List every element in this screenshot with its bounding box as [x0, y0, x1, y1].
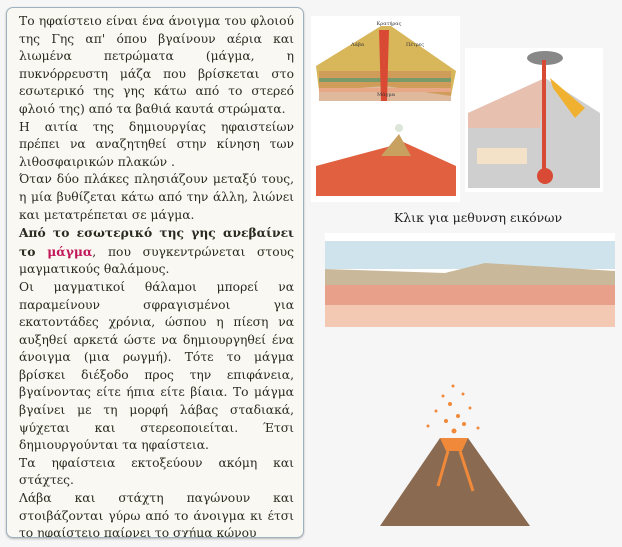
volcano-cross-section-image[interactable] — [465, 48, 603, 192]
label-magma: Μάγμα — [377, 91, 396, 98]
label-stones: Πέτρες — [406, 41, 424, 48]
bold-text: Από το εσωτερικό της γης ανεβαίνει το — [19, 225, 294, 259]
image-caption[interactable]: Κλικ για μεθυνση εικόνων — [393, 210, 563, 225]
volcano-structure-image[interactable]: Κρατήρας Λάβα Πέτρες Μάγμα — [311, 16, 460, 202]
paragraph-plates: Όταν δύο πλάκες πλησιάζουν μεταξύ τους, … — [19, 172, 294, 222]
plates-cross-section-image[interactable] — [325, 233, 615, 327]
paragraph-magma-rise: Από το εσωτερικό της γης ανεβαίνει το μά… — [19, 224, 294, 279]
article-text-box: Το ηφαίστειο είναι ένα άνοιγμα του φλοιο… — [6, 7, 304, 538]
label-crater: Κρατήρας — [377, 20, 402, 27]
paragraph-cone: Λάβα και στάχτη παγώνουν και στοιβάζοντα… — [19, 491, 294, 538]
paragraph-rest: , που συγκεντρώνεται στους μαγματικούς θ… — [19, 244, 294, 277]
magma-link[interactable]: μάγμα — [47, 243, 93, 259]
paragraph-chambers: Οι μαγματικοί θάλαμοι μπορεί να παραμείν… — [19, 279, 294, 453]
paragraph-cause: Η αιτία της δημιουργίας ηφαιστείων πρέπε… — [19, 119, 294, 169]
erupting-volcano-image — [380, 384, 530, 526]
paragraph-definition: Το ηφαίστειο είναι ένα άνοιγμα του φλοιο… — [19, 14, 294, 116]
paragraph-ash: Τα ηφαίστεια εκτοξεύουν ακόμη και στάχτε… — [19, 455, 294, 488]
label-lava: Λάβα — [350, 41, 365, 48]
